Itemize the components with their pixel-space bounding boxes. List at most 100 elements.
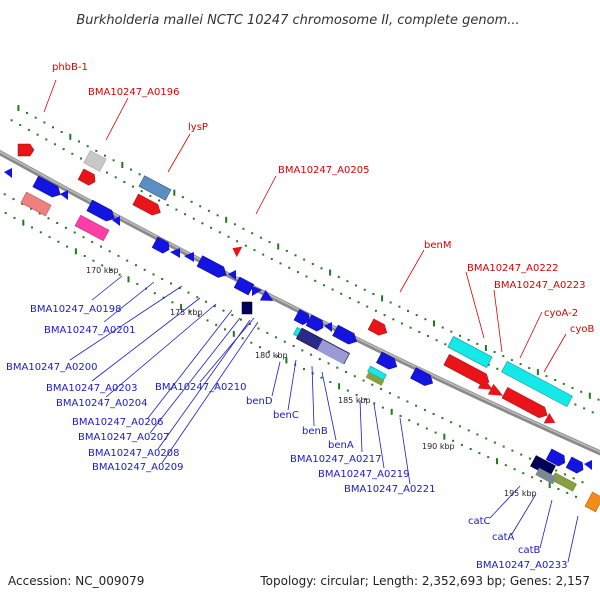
label-catC[interactable]: catC bbox=[468, 516, 491, 527]
gene-A0205[interactable] bbox=[230, 243, 243, 258]
label-A0205[interactable]: BMA10247_A0205 bbox=[278, 165, 369, 176]
gc-dot bbox=[277, 243, 280, 250]
gene-rev-1[interactable] bbox=[4, 168, 12, 178]
gene-A0219-cyan[interactable] bbox=[367, 365, 387, 381]
label-benM[interactable]: benM bbox=[424, 240, 451, 251]
label-A0201[interactable]: BMA10247_A0201 bbox=[44, 325, 135, 336]
gene-benD[interactable] bbox=[293, 309, 312, 326]
gc-dot bbox=[197, 314, 200, 317]
gene-phbB-1[interactable] bbox=[17, 143, 35, 157]
label-A0200[interactable]: BMA10247_A0200 bbox=[6, 362, 97, 373]
gene-A0196[interactable] bbox=[77, 168, 98, 187]
gc-dot bbox=[441, 417, 444, 420]
gene-A0209[interactable] bbox=[259, 289, 276, 306]
gene-catB[interactable] bbox=[584, 460, 592, 470]
scale-ticks: 170 kbp 175 kbp 180 kbp 185 kbp 190 kbp … bbox=[86, 266, 537, 498]
gene-A0221[interactable] bbox=[410, 367, 435, 389]
gc-dot bbox=[65, 226, 67, 229]
gc-dot bbox=[213, 305, 216, 308]
label-A0217[interactable]: BMA10247_A0217 bbox=[290, 454, 381, 465]
gene-rev-3[interactable] bbox=[112, 216, 120, 226]
gene-benA[interactable] bbox=[332, 324, 360, 347]
gene-benC[interactable] bbox=[305, 314, 326, 333]
gene-lysP[interactable] bbox=[132, 193, 163, 218]
label-A0207[interactable]: BMA10247_A0207 bbox=[78, 432, 169, 443]
gc-dot bbox=[66, 245, 69, 248]
gc-dot bbox=[135, 264, 137, 267]
gene-catA-2[interactable] bbox=[565, 456, 586, 475]
gene-A0223[interactable] bbox=[477, 377, 496, 395]
gene-rev-4[interactable] bbox=[170, 248, 180, 258]
label-A0206[interactable]: BMA10247_A0206 bbox=[72, 417, 163, 428]
gc-dot bbox=[389, 301, 392, 304]
gc-dot bbox=[493, 351, 496, 353]
gene-A0223b[interactable] bbox=[487, 383, 506, 401]
label-A0222[interactable]: BMA10247_A0222 bbox=[467, 263, 558, 274]
label-benD[interactable]: benD bbox=[246, 396, 273, 407]
gc-dot bbox=[380, 387, 383, 390]
gene-A0206[interactable] bbox=[196, 255, 229, 281]
gene-A0219[interactable] bbox=[376, 351, 399, 372]
gc-dot bbox=[118, 273, 121, 276]
top-leader-lines bbox=[43, 79, 567, 373]
gene-cyoB[interactable] bbox=[501, 387, 550, 420]
label-phbB-1[interactable]: phbB-1 bbox=[52, 62, 88, 73]
gc-dot bbox=[173, 189, 176, 196]
label-A0204[interactable]: BMA10247_A0204 bbox=[56, 398, 147, 409]
gc-dot bbox=[444, 343, 447, 346]
gc-dot bbox=[80, 157, 82, 160]
label-cyoA-2[interactable]: cyoA-2 bbox=[544, 308, 578, 319]
label-A0196[interactable]: BMA10247_A0196 bbox=[88, 87, 179, 98]
gene-A0204[interactable] bbox=[151, 236, 172, 255]
gene-A0233[interactable] bbox=[584, 491, 600, 513]
label-A0203[interactable]: BMA10247_A0203 bbox=[46, 383, 137, 394]
gc-dot bbox=[496, 367, 499, 370]
label-catA[interactable]: catA bbox=[492, 532, 515, 543]
gc-dot bbox=[123, 181, 126, 183]
gc-dot bbox=[487, 456, 490, 459]
gene-A0196-grey[interactable] bbox=[83, 150, 107, 172]
gene-cyoB-tail[interactable] bbox=[543, 412, 558, 428]
gene-A0208[interactable] bbox=[252, 286, 262, 296]
label-catB[interactable]: catB bbox=[518, 545, 541, 556]
gc-dot bbox=[329, 269, 332, 276]
label-A0209[interactable]: BMA10247_A0209 bbox=[92, 462, 183, 473]
gc-dot bbox=[418, 330, 421, 333]
label-A0219[interactable]: BMA10247_A0219 bbox=[318, 469, 409, 480]
gene-A0201-pink[interactable] bbox=[20, 191, 52, 217]
label-A0208[interactable]: BMA10247_A0208 bbox=[88, 448, 179, 459]
label-benC[interactable]: benC bbox=[273, 410, 299, 421]
gene-rev-2[interactable] bbox=[60, 190, 68, 200]
gc-dot bbox=[218, 231, 221, 234]
gene-catB-green[interactable] bbox=[551, 472, 577, 492]
gc-dot bbox=[100, 245, 102, 248]
gene-rev-6[interactable] bbox=[228, 270, 236, 280]
label-A0223[interactable]: BMA10247_A0223 bbox=[494, 280, 585, 291]
gc-dot bbox=[539, 480, 542, 483]
gene-catA[interactable] bbox=[545, 448, 568, 468]
gc-dot bbox=[458, 425, 461, 428]
gene-rev-5[interactable] bbox=[184, 252, 194, 262]
gene-cyoA-2[interactable] bbox=[501, 360, 573, 408]
label-A0233[interactable]: BMA10247_A0233 bbox=[476, 560, 567, 571]
gene-A0198[interactable] bbox=[32, 175, 63, 200]
gene-benB[interactable] bbox=[324, 322, 332, 332]
label-benB[interactable]: benB bbox=[302, 426, 328, 437]
gene-A0203-magenta[interactable] bbox=[74, 214, 110, 242]
gene-A0222-cyan[interactable] bbox=[447, 336, 493, 368]
gene-A0200[interactable] bbox=[86, 199, 117, 224]
gene-lysP-light[interactable] bbox=[138, 175, 172, 201]
gc-dot bbox=[83, 255, 86, 257]
label-A0210[interactable]: BMA10247_A0210 bbox=[155, 382, 246, 393]
label-A0198[interactable]: BMA10247_A0198 bbox=[30, 304, 121, 315]
gene-A0207[interactable] bbox=[233, 276, 255, 296]
gc-dot bbox=[22, 219, 25, 226]
label-benA[interactable]: benA bbox=[328, 440, 354, 451]
gc-dot bbox=[184, 213, 187, 216]
label-cyoB[interactable]: cyoB bbox=[570, 324, 595, 335]
label-A0221[interactable]: BMA10247_A0221 bbox=[344, 484, 435, 495]
gc-dot bbox=[158, 199, 161, 202]
gene-benM[interactable] bbox=[367, 318, 390, 338]
label-lysP[interactable]: lysP bbox=[188, 122, 208, 133]
gene-A0210-dark[interactable] bbox=[241, 301, 253, 315]
